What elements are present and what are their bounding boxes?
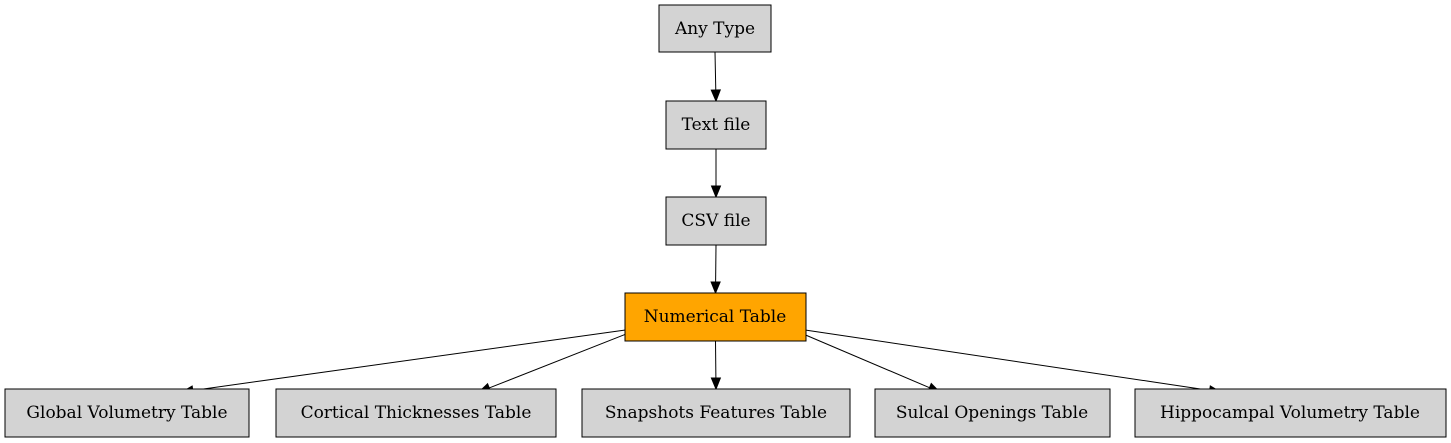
arrowhead-any_type-to-text_file: [710, 89, 722, 103]
node-label-global-volumetry-table: Global Volumetry Table: [26, 403, 227, 423]
nodes-layer: Any Type Text file CSV file Numerical Ta…: [4, 4, 1447, 438]
edge-numerical_table-to-hippocampal_volumetry_table: [804, 329, 1210, 391]
node-label-any-type: Any Type: [674, 19, 755, 39]
arrowhead-text_file-to-csv_file: [710, 185, 722, 199]
node-numerical-table[interactable]: Numerical Table: [624, 292, 807, 342]
node-any-type[interactable]: Any Type: [658, 4, 772, 53]
node-text-file[interactable]: Text file: [665, 100, 767, 150]
edge-numerical_table-to-global_volumetry_table: [192, 329, 626, 391]
node-hippocampal-volumetry-table[interactable]: Hippocampal Volumetry Table: [1134, 388, 1447, 438]
node-global-volumetry-table[interactable]: Global Volumetry Table: [4, 388, 250, 438]
node-label-cortical-thicknesses-table: Cortical Thicknesses Table: [301, 403, 532, 423]
node-label-hippocampal-volumetry-table: Hippocampal Volumetry Table: [1160, 403, 1420, 423]
node-sulcal-openings-table[interactable]: Sulcal Openings Table: [874, 388, 1111, 438]
node-csv-file[interactable]: CSV file: [665, 196, 767, 246]
node-cortical-thicknesses-table[interactable]: Cortical Thicknesses Table: [275, 388, 557, 438]
arrowhead-numerical_table-to-snapshots_features_table: [710, 377, 722, 391]
edge-numerical_table-to-sulcal_openings_table: [793, 329, 930, 389]
edge-numerical_table-to-cortical_thicknesses_table: [489, 329, 637, 389]
arrowhead-csv_file-to-numerical_table: [710, 281, 721, 295]
node-label-numerical-table: Numerical Table: [644, 307, 787, 327]
node-label-sulcal-openings-table: Sulcal Openings Table: [896, 403, 1088, 423]
node-label-text-file: Text file: [682, 115, 751, 135]
node-snapshots-features-table[interactable]: Snapshots Features Table: [581, 388, 851, 438]
edge-any_type-to-text_file: [714, 51, 717, 91]
node-label-snapshots-features-table: Snapshots Features Table: [605, 403, 827, 423]
node-label-csv-file: CSV file: [681, 211, 750, 231]
